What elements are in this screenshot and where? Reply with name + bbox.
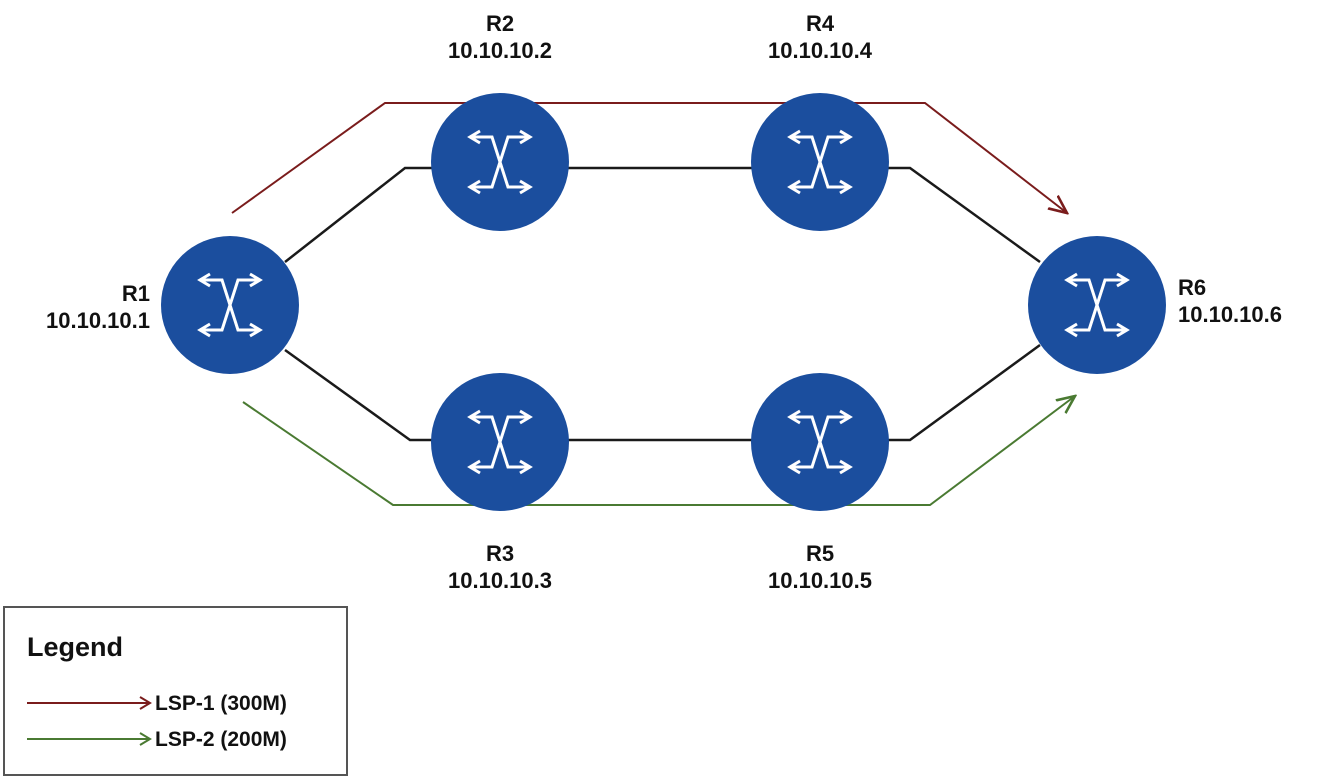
lsp-1-path [231, 102, 1067, 213]
lsp-2-path [242, 396, 1075, 506]
router-label-r2: R2 10.10.10.2 [400, 10, 600, 64]
router-label-r4: R4 10.10.10.4 [720, 10, 920, 64]
lsp-layer [231, 102, 1075, 506]
legend-title: Legend [27, 632, 124, 662]
link-r5-r6 [880, 343, 1041, 442]
router-name: R3 [485, 541, 515, 566]
router-ip: 10.10.10.2 [448, 38, 552, 63]
legend: Legend LSP-1 (300M) LSP-2 (200M) [3, 606, 348, 776]
router-label-r5: R5 10.10.10.5 [720, 540, 920, 594]
router-label-r1: R1 10.10.10.1 [10, 280, 150, 334]
link-r1-r3 [284, 348, 440, 442]
router-r1 [161, 236, 299, 374]
router-r6 [1028, 236, 1166, 374]
router-r2 [431, 93, 569, 231]
router-r3 [431, 373, 569, 511]
legend-lsp1-label: LSP-1 (300M) [155, 692, 287, 715]
router-label-r3: R3 10.10.10.3 [400, 540, 600, 594]
link-r4-r6 [880, 166, 1041, 264]
router-label-r6: R6 10.10.10.6 [1178, 274, 1328, 328]
legend-lsp2-label: LSP-2 (200M) [155, 728, 287, 751]
legend-lsp2-arrow-icon [27, 732, 152, 746]
router-ip: 10.10.10.3 [448, 568, 552, 593]
link-r1-r2 [284, 166, 440, 263]
routers-layer [161, 93, 1166, 511]
router-ip: 10.10.10.1 [46, 308, 150, 333]
router-name: R5 [805, 541, 835, 566]
links-layer [284, 166, 1041, 442]
router-name: R4 [805, 11, 835, 36]
router-ip: 10.10.10.6 [1178, 302, 1282, 327]
router-ip: 10.10.10.4 [768, 38, 872, 63]
router-name: R1 [121, 281, 150, 306]
router-name: R6 [1178, 275, 1207, 300]
router-ip: 10.10.10.5 [768, 568, 872, 593]
router-r5 [751, 373, 889, 511]
router-r4 [751, 93, 889, 231]
router-name: R2 [485, 11, 515, 36]
legend-lsp1-arrow-icon [27, 696, 152, 710]
